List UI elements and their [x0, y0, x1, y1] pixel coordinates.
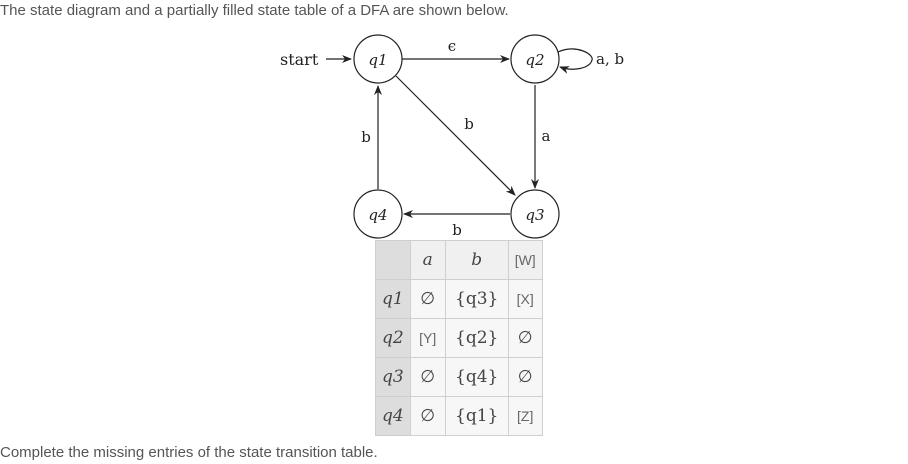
table-corner: [375, 240, 411, 280]
state-q3: q3: [510, 189, 560, 239]
edge-q1-q3-label: b: [464, 115, 474, 133]
table-row: q2 [Y] {q2} ∅: [375, 318, 543, 358]
state-q1: q1: [353, 34, 403, 84]
cell-q4-w-blank: [Z]: [507, 396, 543, 436]
state-q2: q2: [510, 34, 560, 84]
cell-q3-a: ∅: [409, 357, 446, 397]
start-label: start: [280, 50, 319, 69]
row-header-q3: q3: [375, 357, 411, 397]
col-header-b: b: [444, 240, 509, 280]
cell-q1-b: {q3}: [444, 279, 509, 319]
cell-q2-a-blank: [Y]: [409, 318, 446, 358]
row-header-q4: q4: [375, 396, 411, 436]
outro-text: Complete the missing entries of the stat…: [0, 444, 378, 461]
edge-q3-q4-label: b: [452, 221, 462, 239]
cell-q3-b: {q4}: [444, 357, 509, 397]
cell-q3-w: ∅: [507, 357, 543, 397]
state-q4: q4: [353, 189, 403, 239]
state-q2-label: q2: [525, 51, 544, 69]
table-row: q3 ∅ {q4} ∅: [375, 357, 543, 397]
cell-q2-w: ∅: [507, 318, 543, 358]
table-header-row: a b [W]: [375, 240, 543, 280]
state-q3-label: q3: [525, 206, 544, 224]
col-header-a: a: [409, 240, 446, 280]
cell-q1-a: ∅: [409, 279, 446, 319]
row-header-q1: q1: [375, 279, 411, 319]
row-header-q2: q2: [375, 318, 411, 358]
cell-q2-b: {q2}: [444, 318, 509, 358]
edge-q2-q2-label: a, b: [596, 50, 624, 68]
cell-q4-b: {q1}: [444, 396, 509, 436]
edge-q4-q1-label: b: [361, 128, 371, 146]
cell-q1-w-blank: [X]: [507, 279, 543, 319]
edge-q1-q3: [395, 75, 516, 196]
edge-q2-q2: [557, 48, 593, 74]
edge-q2-q3-label: a: [542, 127, 551, 145]
state-q4-label: q4: [368, 206, 387, 224]
state-q1-label: q1: [368, 51, 387, 69]
edge-q1-q2-label: ϵ: [448, 37, 456, 55]
table-row: q1 ∅ {q3} [X]: [375, 279, 543, 319]
state-transition-table: a b [W] q1 ∅ {q3} [X] q2 [Y] {q2} ∅ q3 ∅…: [375, 240, 543, 436]
cell-q4-a: ∅: [409, 396, 446, 436]
intro-text: The state diagram and a partially filled…: [0, 2, 509, 19]
table-row: q4 ∅ {q1} [Z]: [375, 396, 543, 436]
col-header-w-blank: [W]: [507, 240, 543, 280]
